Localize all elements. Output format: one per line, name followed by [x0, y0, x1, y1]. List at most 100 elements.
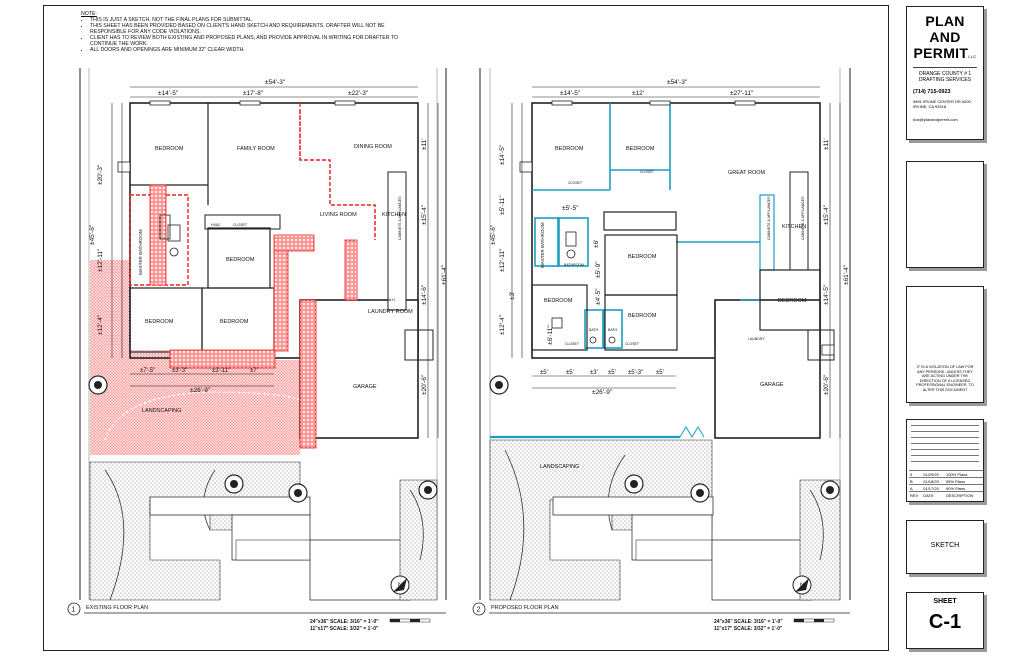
table-row: B 01/18/20 95% Plans: [909, 477, 983, 485]
north-label: N: [398, 583, 402, 589]
rev-desc: 95% Plans: [945, 477, 983, 485]
dim-bottom: ±5': [608, 370, 616, 376]
company-tagline: ORANGE COUNTY # 1 DRAFTING SERVICES: [913, 67, 977, 83]
dim-left: ±5'-11": [499, 195, 506, 215]
room-label: GREAT ROOM: [728, 170, 765, 176]
dim-top: ±12': [632, 90, 644, 97]
dim-overall-width: ±54'-3": [265, 79, 286, 86]
note-item: ALL DOORS AND OPENINGS ARE MINIMUM 32" C…: [90, 47, 401, 53]
room-label: LIVING ROOM: [320, 212, 357, 218]
dim-top: ±17'-8": [243, 90, 264, 97]
room-label: MASTER BATHROOM: [138, 229, 143, 275]
rev-header: DATE: [922, 491, 945, 498]
north-arrow-icon: N: [792, 575, 812, 595]
brand-line: PLAN: [925, 13, 965, 29]
room-label: BEDROOM: [155, 146, 184, 152]
dim-bottom: ±3': [590, 370, 598, 376]
proposed-house-outline: [531, 102, 821, 359]
rev-desc: 90% Plans: [945, 484, 983, 492]
proposed-floor-plan: N ±54'-3" ±14'-5" ±12' ±27'-11" ±14'-5" …: [472, 68, 851, 632]
note-item: THIS IS JUST A SKETCH, NOT THE FINAL PLA…: [90, 17, 401, 23]
dim-left: ±12'-11": [97, 248, 104, 272]
dim-bottom: ±7': [250, 368, 258, 374]
rev-date: 01/17/20: [922, 484, 945, 492]
scale-note: 11"x17" SCALE: 3/32" = 1'-0": [714, 626, 783, 632]
dim-top: ±22'-3": [348, 90, 369, 97]
dim-bottom: ±3'-11": [212, 368, 230, 374]
company-address: IRVINE, CA 92618: [913, 104, 947, 109]
room-label: MASTER BATHROOM: [540, 222, 545, 268]
dim-bottom: ±5': [566, 370, 574, 376]
dim-inner: ±6': [593, 240, 600, 248]
room-label: FAMILY ROOM: [237, 146, 275, 152]
dim-top: ±14'-5": [158, 90, 179, 97]
rev-cell: 0: [909, 470, 923, 478]
note-item: CLIENT HAS TO REVIEW BOTH EXISTING AND P…: [90, 35, 401, 47]
table-row: 0 01/29/20 100% Plans: [909, 470, 983, 478]
dim-left: ±12'-4": [499, 314, 506, 335]
north-arrow-icon: N: [390, 575, 410, 595]
brand-line: AND: [929, 29, 961, 45]
brand-suffix: LLC: [968, 54, 977, 59]
room-label: CLOSET: [565, 342, 580, 346]
dim-bottom: ±5'-3": [628, 370, 643, 376]
walkway: [149, 496, 311, 516]
rev-desc: 100% Plans: [945, 470, 983, 478]
dim-right: ±14'-6": [421, 284, 428, 305]
revision-block: 0 01/29/20 100% Plans B 01/18/20 95% Pla…: [906, 419, 984, 502]
dim-left: ±6'-11": [547, 325, 554, 345]
title-block-warning: IT IS A VIOLATION OF LAW FOR ANY PERSONS…: [906, 286, 984, 403]
room-label: HVAC: [211, 223, 221, 227]
room-label: BEDROOM: [628, 254, 657, 260]
dim-right: ±11': [823, 138, 830, 150]
legal-warning: IT IS A VIOLATION OF LAW FOR ANY PERSONS…: [916, 365, 974, 392]
dim-bottom: ±5': [656, 370, 664, 376]
rev-cell: B: [909, 477, 923, 485]
title-block-sketch: SKETCH: [906, 520, 984, 574]
company-address: 9891 IRVINE CENTER DR #200: [913, 99, 971, 104]
dim-left: ±20'-3": [97, 164, 104, 185]
room-label: GARAGE: [760, 382, 784, 388]
room-label: KITCHEN: [382, 212, 406, 218]
room-label: BEDROOM: [226, 257, 255, 263]
company-email: bob@planandpermit.com: [913, 117, 958, 122]
revision-table: 0 01/29/20 100% Plans B 01/18/20 95% Pla…: [909, 470, 983, 498]
landscaping-label: LANDSCAPING: [540, 464, 579, 470]
dim-left: ±12'-11": [499, 248, 506, 272]
title-block-logo: PLAN AND PERMITLLC ORANGE COUNTY # 1 DRA…: [906, 6, 984, 140]
notes-heading: NOTE:: [81, 11, 97, 17]
room-label: BEDROOM: [778, 298, 807, 304]
room-label: CABINETS & APPLIANCES: [801, 196, 805, 240]
dim-left: ±45'-6": [490, 224, 497, 245]
plan-title: EXISTING FLOOR PLAN: [86, 605, 148, 611]
existing-garage-outline: [299, 299, 419, 439]
room-label: CLOSET: [625, 342, 640, 346]
brand-line: PERMIT: [913, 45, 969, 61]
room-label: BATH: [608, 328, 618, 332]
ac-unit: [117, 161, 131, 173]
rev-header: DESCRIPTION: [945, 491, 983, 498]
dim-left: ±12'-4": [97, 314, 104, 335]
dim-bottom-overall: ±26'-9": [592, 389, 613, 396]
room-label: CLOSET: [640, 170, 655, 174]
dim-bottom: ±5': [540, 370, 548, 376]
dim-right: ±61'-4": [441, 264, 448, 285]
scale-note: 24"x36" SCALE: 3/16" = 1'-0": [310, 619, 379, 625]
dim-bottom-overall: ±26'-9": [190, 387, 211, 394]
landscaping-area: [90, 260, 300, 455]
drawing-frame: [43, 5, 889, 651]
plan-title: PROPOSED FLOOR PLAN: [491, 605, 559, 611]
dim-right: ±15'-4": [421, 204, 428, 225]
room-label: BEDROOM: [220, 319, 249, 325]
room-label: LAUNDRY ROOM: [368, 309, 413, 315]
title-block-blank: [906, 161, 984, 268]
general-notes: NOTE: THIS IS JUST A SKETCH, NOT THE FIN…: [81, 11, 401, 53]
scale-note: 11"x17" SCALE: 3/32" = 1'-0": [310, 626, 379, 632]
room-label: BEDROOM: [145, 319, 174, 325]
scale-note: 24"x36" SCALE: 3/16" = 1'-0": [714, 619, 783, 625]
company-logo: PLAN AND PERMITLLC: [907, 13, 983, 65]
dim-bottom: ±7'-5": [140, 368, 155, 374]
room-label: CABINETS & APPLIANCES: [767, 196, 771, 240]
title-block-sheet: SHEET C-1: [906, 592, 984, 649]
